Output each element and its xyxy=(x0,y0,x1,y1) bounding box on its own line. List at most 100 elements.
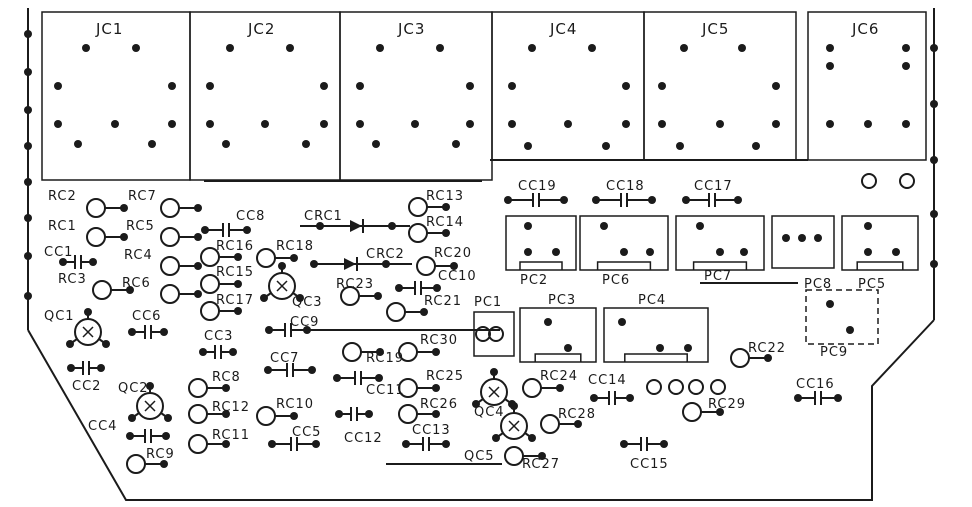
resistor-rc6: RC6 xyxy=(122,276,202,304)
capacitor-label: CC19 xyxy=(518,179,557,194)
pot-pc7: PC7 xyxy=(675,215,765,284)
connector-jc3: JC3 xyxy=(339,11,493,181)
solder-pad xyxy=(738,44,746,52)
solder-pad xyxy=(658,82,666,90)
transistor-qc2: QC2 xyxy=(118,381,172,422)
solder-pad xyxy=(420,308,428,316)
solder-pad xyxy=(222,384,230,392)
solder-pad xyxy=(376,348,384,356)
solder-pad xyxy=(278,262,286,270)
solder-pad xyxy=(226,44,234,52)
solder-pad xyxy=(335,410,343,418)
solder-pad xyxy=(648,196,656,204)
transistor-label: QC5 xyxy=(464,449,495,464)
solder-pad xyxy=(310,260,318,268)
resistor-label: RC13 xyxy=(426,189,464,204)
solder-pad xyxy=(864,222,872,230)
solder-pad xyxy=(234,253,242,261)
capacitor-cc14: CC14 xyxy=(588,373,634,405)
solder-pad xyxy=(54,120,62,128)
solder-pad xyxy=(524,142,532,150)
pot-pc2: PC2 xyxy=(505,215,577,288)
pot-pc3: PC3 xyxy=(519,293,597,363)
transistor-qc1: QC1 xyxy=(44,308,110,348)
solder-pad xyxy=(265,326,273,334)
solder-pad xyxy=(206,120,214,128)
resistor-rc5: RC5 xyxy=(126,219,202,247)
transistor-mark xyxy=(144,400,156,412)
solder-pad xyxy=(296,294,304,302)
solder-pad xyxy=(365,410,373,418)
solder-pad xyxy=(552,248,560,256)
solder-pad xyxy=(146,382,154,390)
pot-body xyxy=(603,307,709,363)
pot-pc6: PC6 xyxy=(579,215,669,288)
resistor-label: RC10 xyxy=(276,397,314,412)
solder-pad xyxy=(472,400,480,408)
solder-pad xyxy=(864,120,872,128)
transistor-mark xyxy=(508,420,520,432)
resistor-label: RC28 xyxy=(558,407,596,422)
resistor-label: RC6 xyxy=(122,276,151,291)
pot-label: PC4 xyxy=(638,293,666,308)
solder-pad xyxy=(574,420,582,428)
capacitor-cc6: CC6 xyxy=(128,309,168,339)
solder-pad xyxy=(333,374,341,382)
connector-label: JC5 xyxy=(701,20,729,38)
capacitor-cc8: CC8 xyxy=(201,209,264,237)
solder-pad xyxy=(120,233,128,241)
solder-pad xyxy=(740,248,748,256)
resistor-label: RC30 xyxy=(420,333,458,348)
capacitor-label: CC3 xyxy=(204,329,233,344)
solder-pad xyxy=(372,140,380,148)
resistor-label: RC12 xyxy=(212,400,250,415)
solder-pad xyxy=(67,364,75,372)
solder-pad xyxy=(798,234,806,242)
transistor-label: QC1 xyxy=(44,309,75,324)
solder-pad xyxy=(930,156,938,164)
solder-pad xyxy=(814,234,822,242)
resistor-body xyxy=(386,302,406,322)
resistor-body xyxy=(86,198,106,218)
resistor-body xyxy=(256,248,276,268)
pot-pc9: PC9 xyxy=(805,289,879,360)
resistor-label: RC22 xyxy=(748,341,786,356)
solder-pad xyxy=(902,120,910,128)
capacitor-cc16: CC16 xyxy=(794,377,842,405)
connector-label: JC6 xyxy=(851,20,879,38)
solder-pad xyxy=(620,248,628,256)
solder-pad xyxy=(260,294,268,302)
solder-pad xyxy=(492,434,500,442)
solder-pad xyxy=(504,196,512,204)
resistor-label: RC24 xyxy=(540,369,578,384)
capacitor-label: CC6 xyxy=(132,309,161,324)
resistor-rc2: RC2 xyxy=(48,189,128,218)
solder-pad xyxy=(590,394,598,402)
solder-pad xyxy=(544,318,552,326)
resistor-label: RC16 xyxy=(216,239,254,254)
transistor-label: QC4 xyxy=(474,405,505,420)
resistor-rc7: RC7 xyxy=(128,189,202,218)
solder-pad xyxy=(222,140,230,148)
capacitor-cc5: CC5 xyxy=(268,425,320,451)
capacitor-cc9: CC9 xyxy=(265,315,318,337)
resistor-rc28: RC28 xyxy=(540,407,596,434)
solder-pad xyxy=(206,82,214,90)
resistor-rc24: RC24 xyxy=(522,369,578,398)
solder-pad xyxy=(680,44,688,52)
resistor-body xyxy=(522,378,542,398)
solder-pad xyxy=(411,120,419,128)
resistor-label: RC29 xyxy=(708,397,746,412)
solder-pad xyxy=(622,120,630,128)
resistor-rc19: RC19 xyxy=(342,342,403,366)
solder-pad xyxy=(24,214,32,222)
resistor-rc21: RC21 xyxy=(386,294,461,322)
solder-pad xyxy=(375,374,383,382)
solder-pad xyxy=(162,432,170,440)
solder-pad xyxy=(696,222,704,230)
capacitor-cc4: CC4 xyxy=(88,419,170,443)
diode-body xyxy=(344,258,356,270)
solder-pad xyxy=(312,440,320,448)
solder-pad xyxy=(24,292,32,300)
